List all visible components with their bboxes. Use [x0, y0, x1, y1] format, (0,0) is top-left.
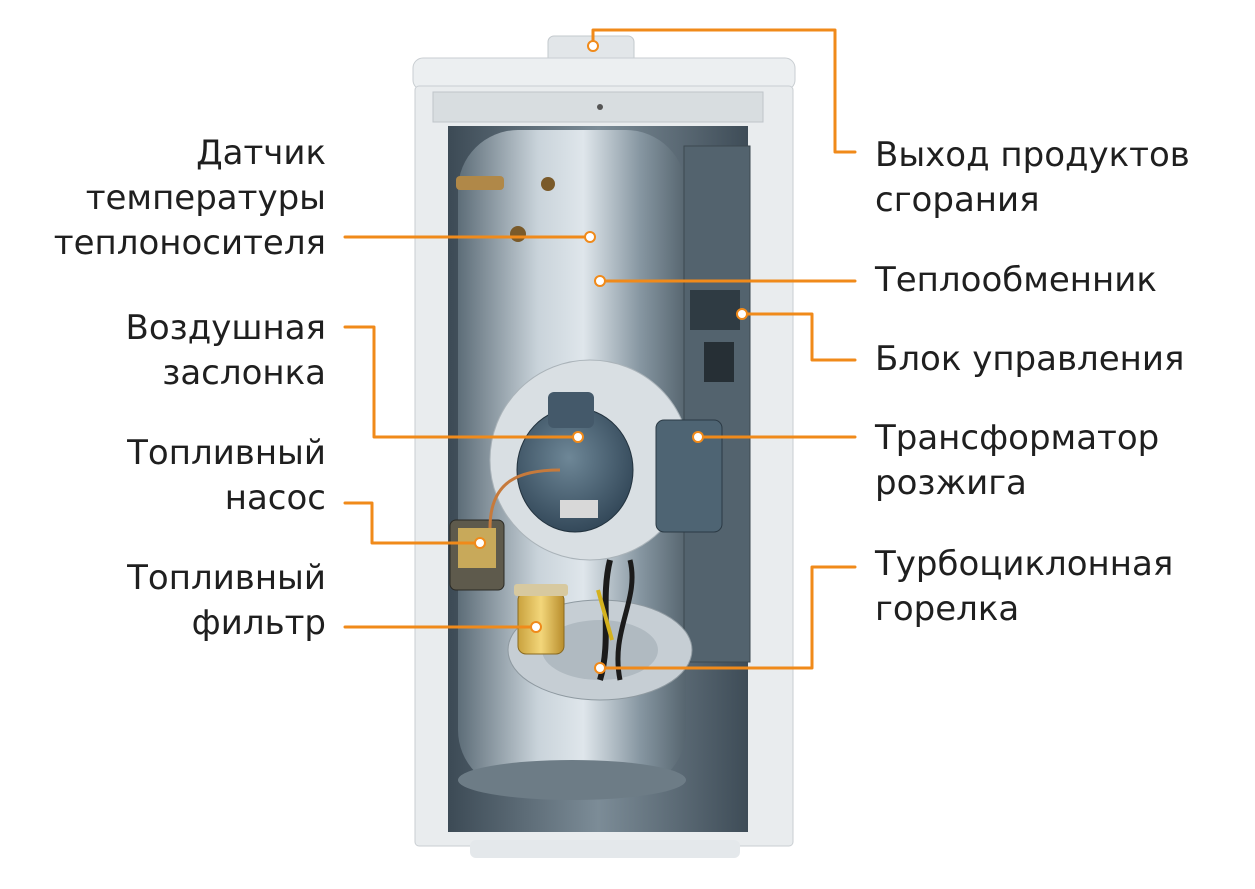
label-heat-exchanger-line-1: Теплообменник: [875, 260, 1157, 300]
label-fuel-pump-line-1: Топливный: [127, 433, 326, 473]
label-fuel-filter-line-2: фильтр: [191, 603, 326, 643]
label-air-damper-line-1: Воздушная: [125, 308, 326, 348]
leader-line-air-damper: [343, 325, 580, 439]
label-ignition-transformer-line-1: Трансформатор: [875, 418, 1160, 458]
leader-line-flue-outlet: [591, 28, 857, 154]
label-heat-exchanger: Теплообменник: [875, 258, 1157, 303]
label-burner: Турбоциклонная горелка: [875, 542, 1173, 632]
label-fuel-filter: Топливный фильтр: [127, 556, 326, 646]
label-air-damper: Воздушная заслонка: [126, 306, 326, 396]
label-ignition-transformer-line-2: розжига: [875, 463, 1027, 503]
dot-burner: [594, 662, 606, 674]
label-sensor-line-1: Датчик: [196, 133, 326, 173]
dot-flue-outlet: [587, 40, 599, 52]
burner-assembly: [489, 359, 723, 701]
label-sensor-line-2: температуры: [85, 178, 326, 218]
label-sensor-line-3: теплоносителя: [53, 223, 326, 263]
dot-ignition-transformer: [692, 431, 704, 443]
label-control-unit: Блок управления: [875, 337, 1184, 382]
dot-control-unit: [736, 308, 748, 320]
label-flue-outlet: Выход продуктов сгорания: [875, 133, 1190, 223]
fuel-filter: [514, 584, 568, 655]
leader-lines: [343, 28, 857, 670]
label-control-unit-line-1: Блок управления: [875, 339, 1185, 379]
dot-heat-exchanger: [594, 275, 606, 287]
label-ignition-transformer: Трансформатор розжига: [875, 416, 1159, 506]
label-flue-outlet-line-2: сгорания: [875, 180, 1040, 220]
label-fuel-filter-line-1: Топливный: [127, 558, 326, 598]
dot-fuel-pump: [474, 537, 486, 549]
dot-fuel-filter: [530, 621, 542, 633]
control-unit: [683, 145, 751, 663]
dot-sensor: [584, 231, 596, 243]
leader-line-fuel-pump: [343, 501, 482, 545]
leader-line-burner: [598, 565, 857, 670]
label-fuel-pump-line-2: насос: [224, 478, 326, 518]
label-flue-outlet-line-1: Выход продуктов: [875, 135, 1190, 175]
label-burner-line-1: Турбоциклонная: [875, 544, 1174, 584]
label-air-damper-line-2: заслонка: [162, 353, 326, 393]
label-burner-line-2: горелка: [875, 589, 1020, 629]
fuel-pump: [449, 468, 561, 591]
leader-line-control-unit: [740, 312, 857, 362]
label-sensor: Датчик температуры теплоносителя: [54, 131, 326, 266]
label-fuel-pump: Топливный насос: [127, 431, 326, 521]
leader-dots: [474, 40, 748, 674]
dot-air-damper: [572, 431, 584, 443]
